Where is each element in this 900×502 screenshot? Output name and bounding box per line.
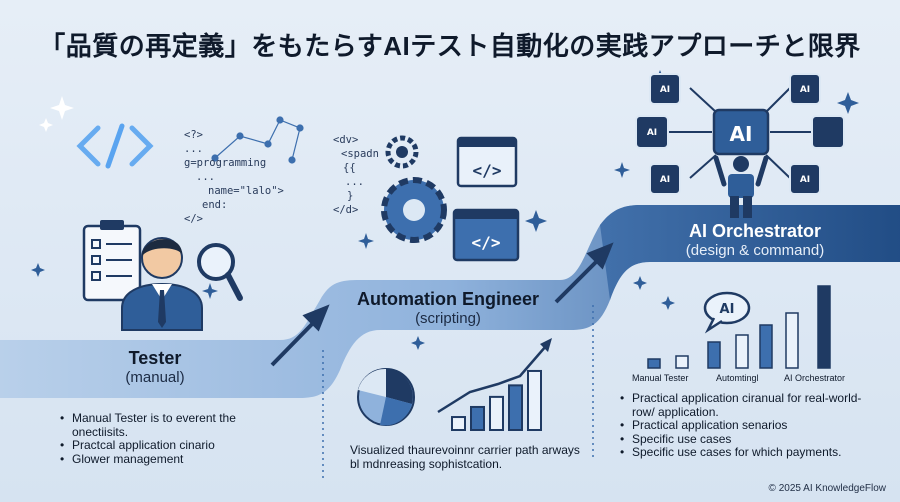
chart-bar: [675, 355, 689, 369]
svg-text:</>: </>: [473, 161, 502, 180]
stage-engineer-sub: (scripting): [415, 310, 481, 327]
stage-tester: Tester (manual): [70, 348, 240, 386]
progress-arrow-1: [270, 304, 330, 367]
code-line: </d>: [333, 204, 359, 216]
stage-tester-name: Tester: [128, 348, 182, 368]
bar-label-automating: Automtingl: [716, 373, 759, 383]
chart-bar: [508, 384, 523, 431]
code-line: g=programming: [184, 157, 267, 169]
chart-bar: [527, 369, 542, 431]
code-line: ...: [184, 143, 203, 155]
code-line: <spadn: [341, 148, 379, 160]
bar-label-orchestrator: AI Orchestrator: [784, 373, 846, 383]
bar-label-manual: Manual Tester: [632, 373, 689, 383]
magnifier-icon: [197, 243, 243, 301]
stage-engineer-name: Automation Engineer: [356, 289, 539, 309]
code-line: }: [347, 190, 354, 202]
code-line: </>: [184, 213, 203, 225]
ai-node-label: AI: [647, 128, 657, 138]
bullet-item: Practcal application cinario: [60, 438, 280, 453]
code-brackets-icon: [76, 123, 154, 169]
copyright: © 2025 AI KnowledgeFlow: [768, 483, 886, 494]
svg-text:</>: </>: [472, 233, 501, 252]
ai-network-cluster: AI AI AI AI AI AI: [635, 73, 845, 218]
code-snippet-left: <?>... g=programming... name="lalo"> end: </…: [184, 128, 284, 226]
gear-icon: [381, 135, 447, 243]
growth-bar-chart: [437, 338, 552, 432]
chart-bar: [707, 341, 721, 369]
ai-speech-bubble-icon: AI: [703, 291, 751, 334]
stage-orchestrator-name: AI Orchestrator: [688, 221, 822, 241]
ai-node-label: AI: [800, 85, 810, 95]
network-graph-icon: [211, 116, 304, 164]
stage-engineer: Automation Engineer (scripting): [338, 289, 558, 327]
progress-arrow-2: [554, 242, 614, 304]
ai-node-label: AI: [660, 85, 670, 95]
bullet-item: Specific use cases: [620, 432, 880, 447]
chart-bar: [489, 395, 504, 432]
rising-bar-chart: [647, 285, 831, 369]
stage-orchestrator: AI Orchestrator (design & command): [650, 221, 860, 259]
chart-bar: [470, 405, 485, 431]
bullet-item: Glower management: [60, 452, 280, 467]
code-line: ...: [196, 171, 215, 183]
caption-mid: Visualized thaurevoinnr carrier path arw…: [350, 443, 580, 471]
ai-node-label: AI: [660, 175, 670, 185]
code-window-icon: </> </>: [452, 136, 520, 262]
code-line: name="lalo">: [208, 185, 284, 197]
stage-tester-sub: (manual): [125, 369, 185, 386]
bullet-item: Specific use cases for which payments.: [620, 445, 880, 460]
stage-orchestrator-sub: (design & command): [685, 242, 825, 259]
bullet-item: Practical application senarios: [620, 418, 880, 433]
code-line: {{: [343, 162, 356, 174]
chart-bar: [785, 312, 799, 369]
bullets-left: Manual Tester is to everent the onectiis…: [60, 411, 280, 467]
bullet-item: Manual Tester is to everent the onectiis…: [60, 411, 280, 439]
code-line: ...: [345, 176, 364, 188]
code-snippet-mid: <dv> <spadn {{...} </d>: [333, 133, 379, 217]
chart-bar: [817, 285, 831, 369]
chart-bar: [759, 324, 773, 369]
ai-bubble-label: AI: [720, 302, 735, 317]
ai-node-label: AI: [800, 175, 810, 185]
chart-bar: [647, 358, 661, 369]
chart-bar: [451, 416, 466, 432]
page-title: 「品質の再定義」をもたらすAIテスト自動化の実践アプローチと限界: [39, 31, 861, 61]
ai-chip-label: AI: [730, 122, 753, 146]
trend-arrow-icon: [540, 338, 552, 352]
chart-bar: [735, 334, 749, 369]
code-line: <?>: [184, 129, 203, 141]
bullet-item: Practical application ciranual for real-…: [620, 391, 880, 419]
pie-chart-icon: [357, 368, 415, 426]
trend-line: [437, 345, 547, 414]
tester-person-icon: [121, 237, 203, 331]
bullets-right: Practical application ciranual for real-…: [620, 391, 880, 460]
sparkle-icons: [39, 96, 74, 132]
checklist-clipboard-icon: [82, 220, 142, 302]
code-line: <dv>: [333, 134, 359, 146]
code-line: end:: [202, 199, 228, 211]
